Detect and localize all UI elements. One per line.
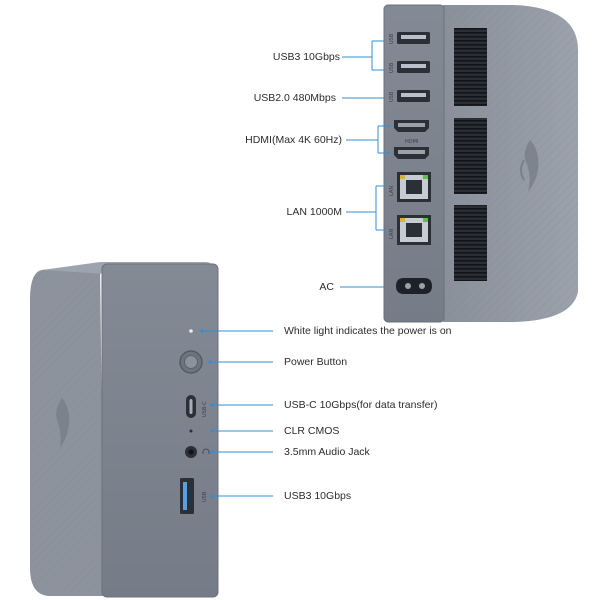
lan-mark-2: LAN <box>389 229 395 239</box>
vent-grille-bottom <box>454 205 487 281</box>
usb-mark-front: USB <box>202 491 208 502</box>
label-usb3-front: USB3 10Gbps <box>284 490 352 502</box>
audio-jack <box>185 446 197 458</box>
usb-c-mark: USB-C <box>202 401 208 417</box>
front-callout-lines <box>202 330 273 497</box>
label-hdmi: HDMI(Max 4K 60Hz) <box>245 134 342 146</box>
usb-mark-2: USB <box>389 62 395 73</box>
usb-mark-3: USB <box>389 91 395 102</box>
lan-port-1 <box>397 172 431 202</box>
power-led <box>189 329 193 333</box>
clr-cmos-hole <box>189 429 193 433</box>
hdmi-mark: HDMI <box>405 139 418 145</box>
power-button <box>179 350 203 374</box>
back-callout-lines <box>340 40 390 288</box>
label-lan: LAN 1000M <box>286 206 342 218</box>
front-panel <box>102 264 218 597</box>
back-unit: USB USB USB HDMI LAN LAN <box>340 4 578 323</box>
headphone-icon <box>202 448 210 454</box>
usb-mark-1: USB <box>389 33 395 44</box>
vent-grille-top <box>454 28 487 106</box>
ac-power-inlet <box>396 278 432 294</box>
label-clr-cmos: CLR CMOS <box>284 425 340 437</box>
label-audio-jack: 3.5mm Audio Jack <box>284 446 370 458</box>
usb3-port-front <box>180 478 194 514</box>
label-usb2: USB2.0 480Mbps <box>253 92 336 104</box>
hdmi-port-2 <box>394 147 429 159</box>
back-panel <box>384 5 444 322</box>
label-usb-c: USB-C 10Gbps(for data transfer) <box>284 399 438 411</box>
usb3-port-back-2 <box>397 61 430 73</box>
label-power-button: Power Button <box>284 356 348 368</box>
brand-logo-icon <box>520 140 539 192</box>
hdmi-port-1 <box>394 120 429 132</box>
vent-grille-middle <box>454 118 487 194</box>
front-unit: USB-C USB <box>30 262 273 598</box>
usb2-port-back <box>397 90 430 102</box>
usb3-port-back-1 <box>397 32 430 44</box>
usb-c-port <box>186 395 196 418</box>
lan-mark-1: LAN <box>389 186 395 196</box>
brand-logo-icon-front <box>56 398 70 448</box>
lan-port-2 <box>397 215 431 245</box>
label-usb3-back: USB3 10Gbps <box>272 51 340 63</box>
label-power-led: White light indicates the power is on <box>284 325 452 337</box>
label-ac: AC <box>319 281 334 293</box>
